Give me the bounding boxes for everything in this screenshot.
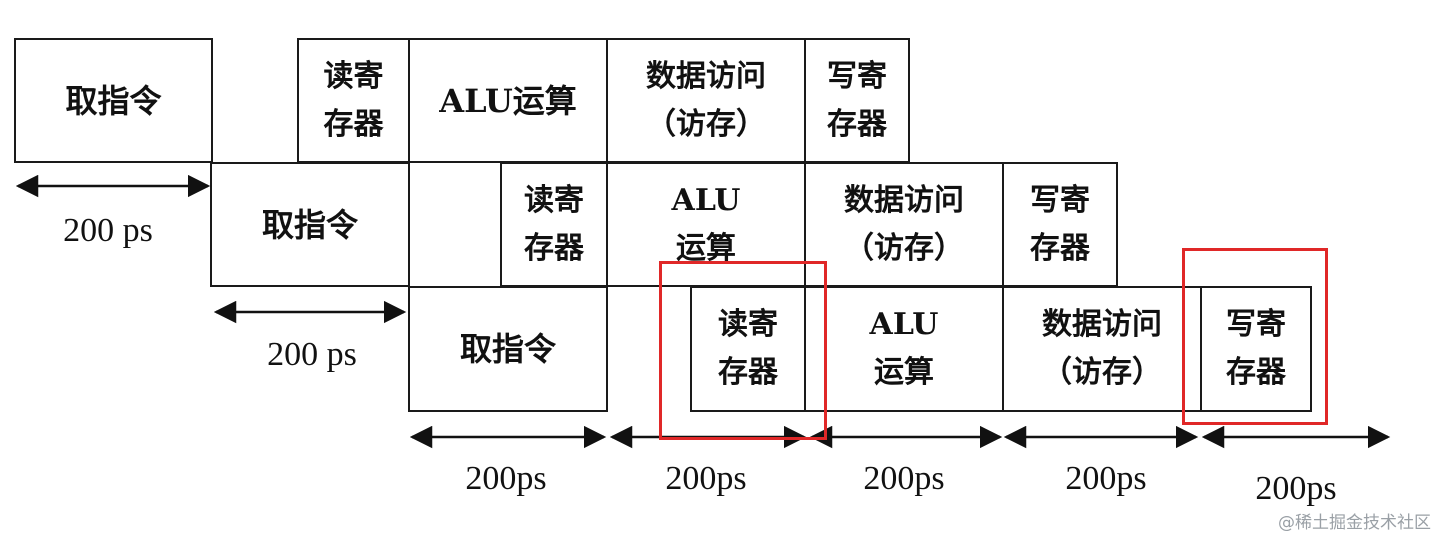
row2-alu-label: ALU 运算 bbox=[671, 182, 741, 266]
row3-write-reg-label: 写寄 存器 bbox=[1226, 307, 1286, 390]
timing-label-row2: 200 ps bbox=[267, 336, 357, 373]
timing-label-1: 200ps bbox=[465, 460, 547, 497]
row1-fetch-box: 取指令 bbox=[14, 38, 213, 163]
row2-read-reg-label: 读寄 存器 bbox=[524, 182, 584, 266]
highlight-read-reg bbox=[659, 261, 827, 440]
row2-fetch-box: 取指令 bbox=[210, 162, 410, 287]
row2-mem-label: 数据访问 （访存） bbox=[844, 182, 964, 266]
row3-read-reg-box: 读寄 存器 bbox=[690, 286, 806, 412]
row3-mem-label: 数据访问 （访存） bbox=[1042, 307, 1162, 390]
row2-mem-box: 数据访问 （访存） bbox=[804, 162, 1004, 287]
row1-write-reg-box: 写寄 存器 bbox=[804, 38, 910, 163]
timing-label-row1: 200 ps bbox=[63, 212, 153, 249]
row3-fetch-label: 取指令 bbox=[459, 330, 556, 368]
row1-fetch-label: 取指令 bbox=[65, 81, 162, 120]
row3-mem-box: 数据访问 （访存） bbox=[1002, 286, 1202, 412]
highlight-write-reg bbox=[1182, 248, 1328, 425]
row3-alu-box: ALU 运算 bbox=[804, 286, 1004, 412]
timing-label-4: 200ps bbox=[1065, 460, 1147, 497]
row2-write-reg-label: 写寄 存器 bbox=[1030, 182, 1090, 266]
row1-mem-label: 数据访问 （访存） bbox=[646, 58, 766, 142]
row2-write-reg-box: 写寄 存器 bbox=[1002, 162, 1118, 287]
row2-alu-box: ALU 运算 bbox=[606, 162, 806, 287]
watermark: @稀土掘金技术社区 bbox=[1278, 513, 1431, 533]
timing-label-2: 200ps bbox=[665, 460, 747, 497]
row3-read-reg-label: 读寄 存器 bbox=[718, 307, 778, 390]
row2-fetch-label: 取指令 bbox=[261, 205, 358, 244]
timing-label-5: 200ps bbox=[1255, 470, 1337, 507]
row1-alu-label: ALU运算 bbox=[439, 81, 577, 120]
row3-fetch-box: 取指令 bbox=[408, 286, 608, 412]
row3-alu-label: ALU 运算 bbox=[869, 307, 939, 390]
row1-write-reg-label: 写寄 存器 bbox=[827, 58, 887, 142]
row1-alu-box: ALU运算 bbox=[408, 38, 608, 163]
timing-label-3: 200ps bbox=[863, 460, 945, 497]
row2-read-reg-box: 读寄 存器 bbox=[500, 162, 608, 287]
row1-read-reg-label: 读寄 存器 bbox=[323, 58, 384, 142]
row3-write-reg-box: 写寄 存器 bbox=[1200, 286, 1312, 412]
